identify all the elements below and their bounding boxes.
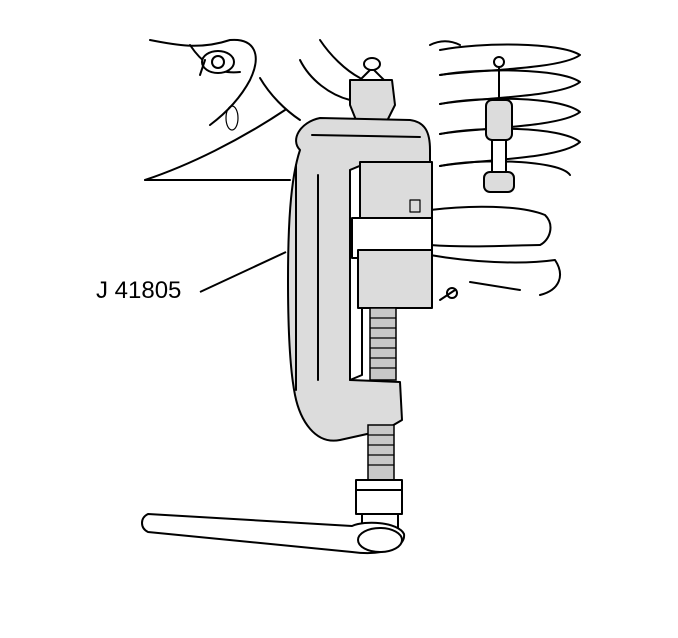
steering-knuckle-drawing [144, 38, 301, 181]
receiver-cup [351, 161, 433, 259]
lower-control-arm-drawing [429, 205, 561, 301]
tool-callout-label: J 41805 [96, 277, 182, 304]
callout-leader-line [199, 251, 287, 293]
upper-ball-joint-drawing [299, 39, 396, 126]
ratchet-wrench [141, 513, 406, 554]
adapter-cup [357, 249, 433, 309]
coil-spring-drawing [429, 40, 581, 193]
